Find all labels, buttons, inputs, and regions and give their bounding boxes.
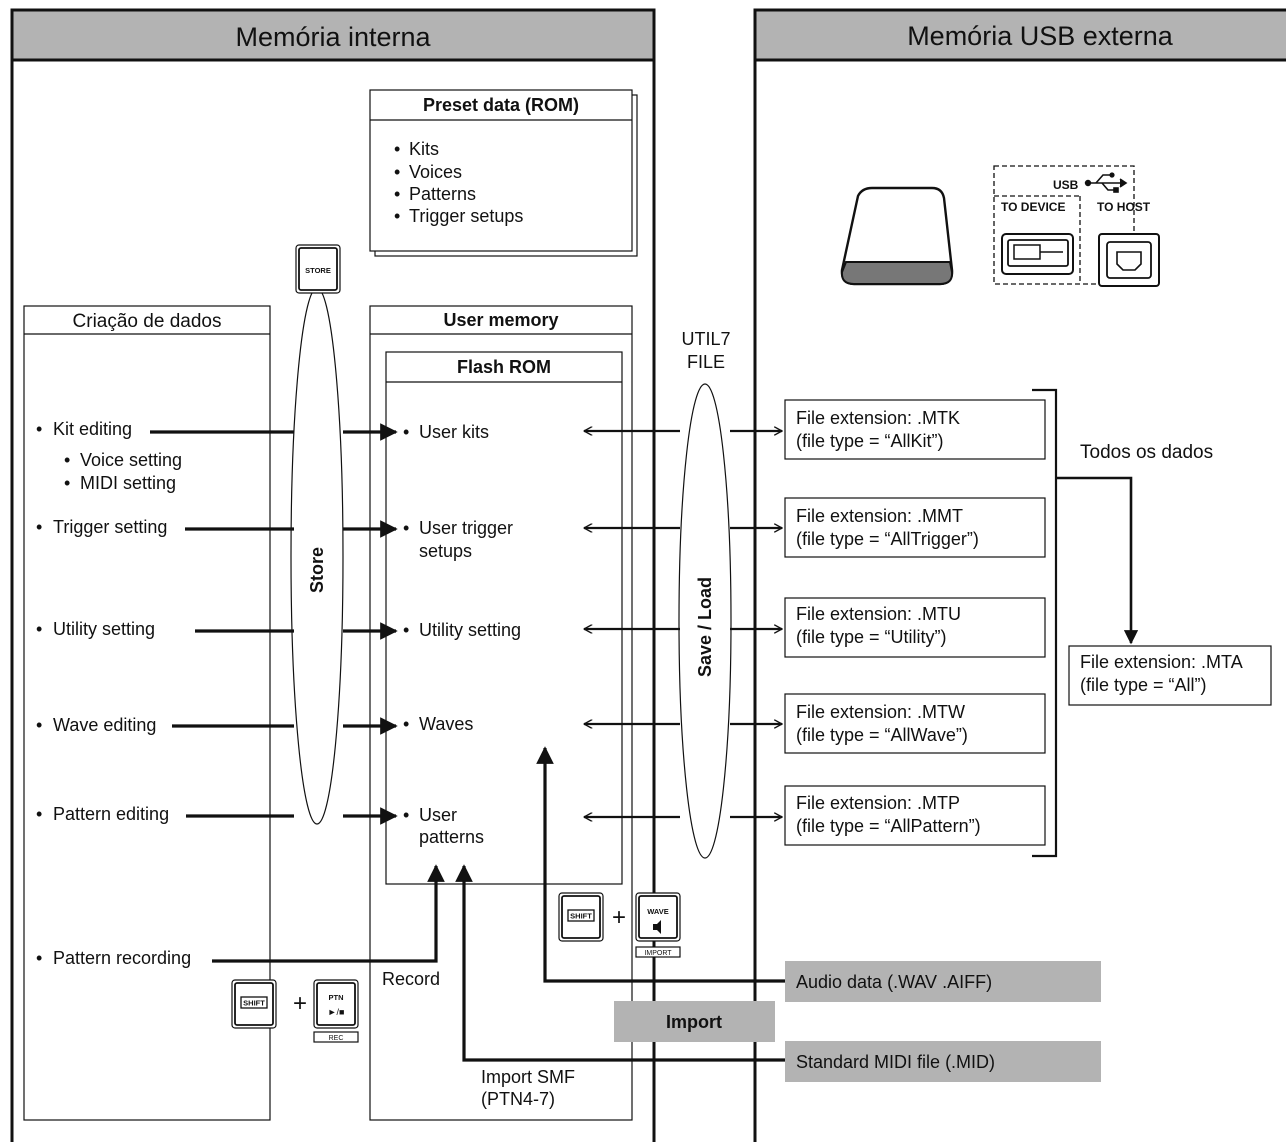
file-type: (file type = “AllPattern”) — [796, 816, 981, 836]
import-smf-label-line2: (PTN4-7) — [481, 1089, 555, 1109]
creation-bullet: • — [36, 419, 42, 439]
flash-bullet: • — [403, 714, 409, 734]
import-key-label: IMPORT — [644, 950, 672, 957]
creation-bullet: • — [64, 473, 70, 493]
shift-key-label: SHIFT — [243, 999, 265, 1008]
waves-label: Waves — [419, 714, 473, 734]
plus-sign: + — [293, 990, 307, 1017]
file-extension: File extension: .MTK — [796, 408, 960, 428]
usb-label: USB — [1053, 178, 1079, 192]
file-extension: File extension: .MTU — [796, 604, 961, 624]
save-load-label: Save / Load — [695, 577, 715, 677]
store-key-label: STORE — [305, 266, 331, 275]
ptn-key[interactable] — [317, 983, 355, 1025]
user-patterns-label-line1: User — [419, 805, 457, 825]
creation-bullet: • — [36, 804, 42, 824]
preset-bullet: • — [394, 184, 400, 204]
save-load-group: Save / Load UTIL7 FILE — [679, 329, 731, 858]
pattern-recording-label: Pattern recording — [53, 948, 191, 968]
user-trigger-label-line1: User trigger — [419, 518, 513, 538]
wave-editing-label: Wave editing — [53, 715, 156, 735]
user-kits-label: User kits — [419, 422, 489, 442]
play-stop-icon: ►/■ — [328, 1007, 345, 1017]
user-memory-title: User memory — [443, 310, 558, 330]
user-patterns-label-line2: patterns — [419, 827, 484, 847]
rec-label: REC — [329, 1035, 344, 1042]
store-label: Store — [307, 547, 327, 593]
ptn-key-label: PTN — [329, 993, 344, 1002]
creation-bullet: • — [36, 715, 42, 735]
file-label: FILE — [687, 352, 725, 372]
file-box-mtk: File extension: .MTK (file type = “AllKi… — [785, 400, 1045, 459]
creation-bullet: • — [36, 619, 42, 639]
file-type: (file type = “AllWave”) — [796, 725, 968, 745]
file-type: (file type = “All”) — [1080, 675, 1207, 695]
creation-bullet: • — [36, 517, 42, 537]
flash-bullet: • — [403, 422, 409, 442]
preset-item-trigger-setups: Trigger setups — [409, 206, 523, 226]
midi-file-label: Standard MIDI file (.MID) — [796, 1052, 995, 1072]
wave-key-label: WAVE — [647, 907, 669, 916]
record-label: Record — [382, 969, 440, 989]
voice-setting-label: Voice setting — [80, 450, 182, 470]
file-type: (file type = “AllKit”) — [796, 431, 944, 451]
plus-sign: + — [612, 904, 626, 931]
preset-data-title: Preset data (ROM) — [423, 95, 579, 115]
usb-stick-icon — [842, 188, 952, 284]
to-host-label: TO HOST — [1097, 200, 1151, 214]
pattern-editing-label: Pattern editing — [53, 804, 169, 824]
utility-setting-label: Utility setting — [53, 619, 155, 639]
flash-utility-setting-label: Utility setting — [419, 620, 521, 640]
preset-bullet: • — [394, 139, 400, 159]
flash-rom-title: Flash ROM — [457, 357, 551, 377]
file-extension: File extension: .MMT — [796, 506, 963, 526]
data-creation-title: Criação de dados — [73, 311, 222, 332]
file-type: (file type = “AllTrigger”) — [796, 529, 979, 549]
preset-bullet: • — [394, 206, 400, 226]
preset-bullet: • — [394, 162, 400, 182]
flash-bullet: • — [403, 620, 409, 640]
external-memory-title: Memória USB externa — [907, 21, 1174, 51]
preset-item-kits: Kits — [409, 139, 439, 159]
util7-label: UTIL7 — [681, 329, 730, 349]
file-extension: File extension: .MTW — [796, 702, 965, 722]
all-data-label: Todos os dados — [1080, 442, 1213, 463]
usb-b-port-icon — [1099, 234, 1159, 286]
creation-bullet: • — [64, 450, 70, 470]
flash-bullet: • — [403, 518, 409, 538]
import-label: Import — [666, 1012, 722, 1032]
file-box-mmt: File extension: .MMT (file type = “AllTr… — [785, 498, 1045, 557]
wave-key[interactable] — [639, 896, 677, 938]
file-extension: File extension: .MTP — [796, 793, 960, 813]
trigger-setting-label: Trigger setting — [53, 517, 167, 537]
midi-setting-label: MIDI setting — [80, 473, 176, 493]
user-trigger-label-line2: setups — [419, 541, 472, 561]
file-box-mtp: File extension: .MTP (file type = “AllPa… — [785, 786, 1045, 845]
to-device-label: TO DEVICE — [1001, 200, 1065, 214]
file-box-mtw: File extension: .MTW (file type = “AllWa… — [785, 694, 1045, 753]
shift-key-label: SHIFT — [570, 912, 592, 921]
preset-data-box: Preset data (ROM) • Kits • Voices • Patt… — [370, 90, 637, 256]
usb-a-port-icon — [1002, 234, 1073, 274]
file-box-mtu: File extension: .MTU (file type = “Utili… — [785, 598, 1045, 657]
file-type: (file type = “Utility”) — [796, 627, 947, 647]
file-extension: File extension: .MTA — [1080, 652, 1243, 672]
internal-memory-title: Memória interna — [235, 22, 431, 52]
audio-data-label: Audio data (.WAV .AIFF) — [796, 972, 992, 992]
flash-bullet: • — [403, 805, 409, 825]
preset-item-patterns: Patterns — [409, 184, 476, 204]
preset-item-voices: Voices — [409, 162, 462, 182]
import-smf-label-line1: Import SMF — [481, 1067, 575, 1087]
kit-editing-label: Kit editing — [53, 419, 132, 439]
creation-bullet: • — [36, 948, 42, 968]
